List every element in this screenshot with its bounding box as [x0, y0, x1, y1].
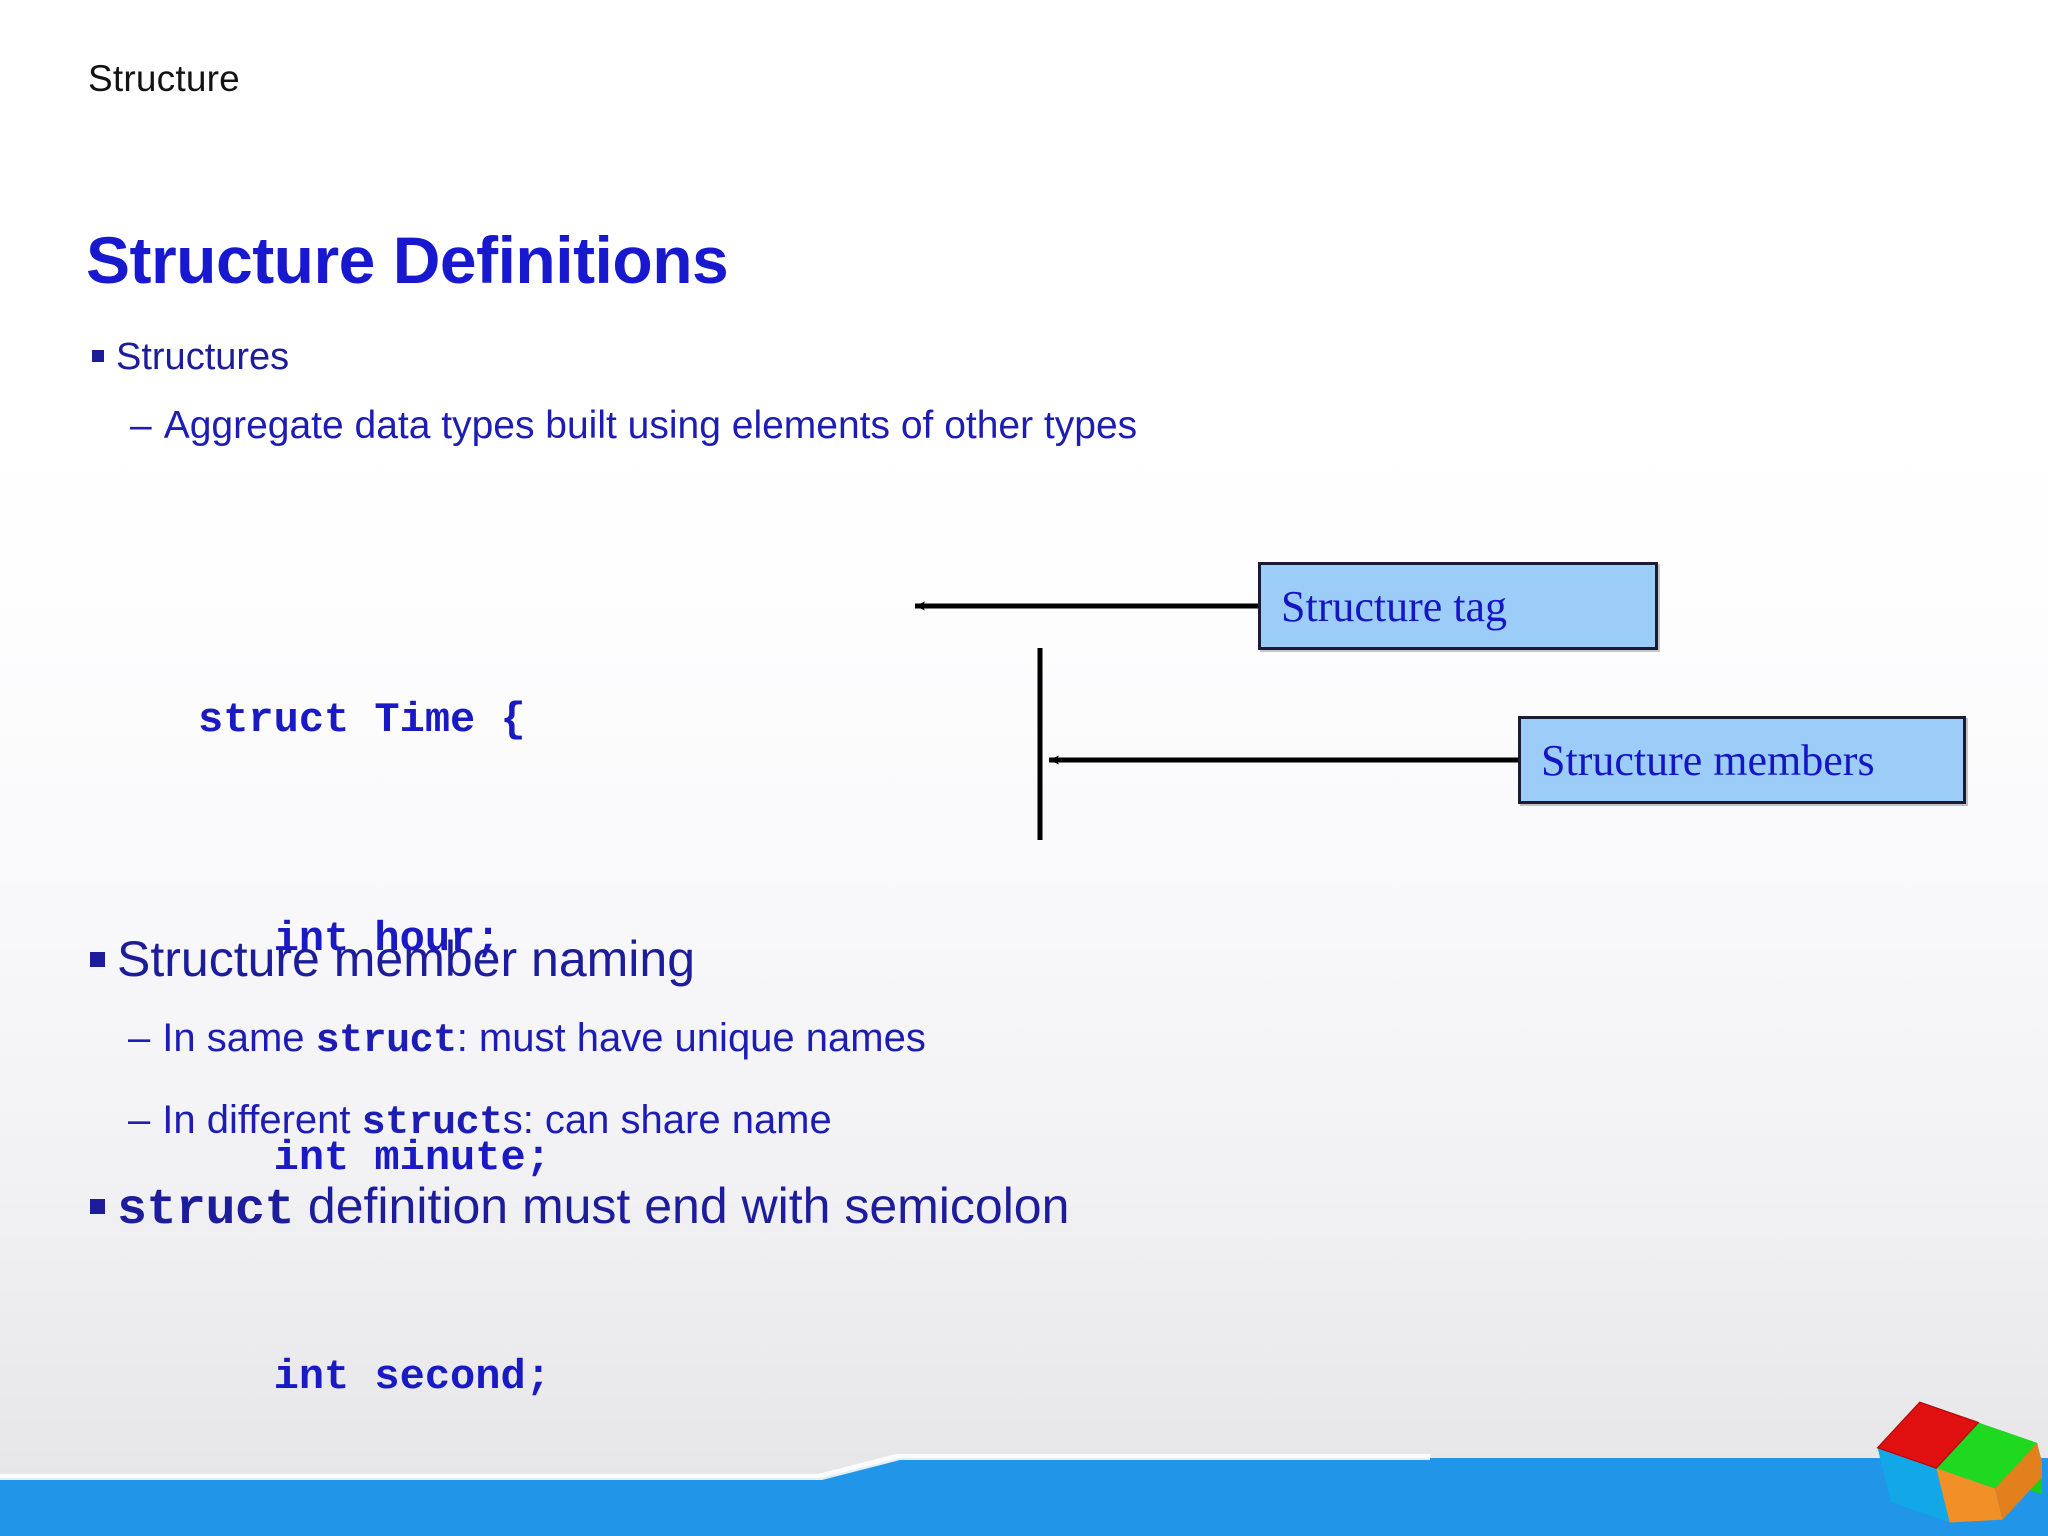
code-line-3: int minute; [198, 1134, 551, 1182]
callout-structure-tag-label: Structure tag [1281, 581, 1508, 631]
callout-structure-members-label: Structure members [1541, 735, 1875, 785]
bullet-semicolon-post: definition must end with semicolon [294, 1178, 1070, 1234]
bullet-structures-label: Structures [116, 336, 290, 378]
page-title: Structure Definitions [86, 223, 729, 297]
code-line-1: struct Time { [198, 696, 526, 744]
keyword-struct: struct [117, 1182, 295, 1239]
bullet-square-icon [90, 952, 105, 967]
bullet-dash-icon: – [128, 1098, 151, 1142]
bullet-same-struct-pre: In same [162, 1016, 316, 1060]
code-line-4: int second; [198, 1353, 551, 1401]
bullet-same-struct-post: : must have unique names [456, 1016, 926, 1060]
bullet-diff-struct-text: In different structs: can share name [162, 1098, 832, 1146]
bullet-aggregate-label: Aggregate data types built using element… [163, 404, 1138, 447]
bullet-dash-icon: – [130, 404, 152, 447]
bullet-square-icon [90, 1199, 105, 1214]
bullet-aggregate: – Aggregate data types built using eleme… [130, 404, 1137, 448]
slide-header-label: Structure [88, 58, 240, 99]
bullet-semicolon-rule: struct definition must end with semicolo… [90, 1177, 1069, 1239]
cube-logo-icon [1876, 1401, 2042, 1523]
bullet-member-naming-label: Structure member naming [117, 931, 696, 987]
keyword-struct: struct [361, 1101, 504, 1146]
bullet-member-naming: Structure member naming [90, 930, 695, 988]
bullet-diff-struct: – In different structs: can share name [128, 1098, 832, 1146]
bullet-diff-struct-post: s: can share name [502, 1098, 832, 1142]
code-line-2: int hour; [198, 915, 501, 963]
bullet-structures: Structures [92, 336, 289, 379]
callout-structure-tag: Structure tag [1258, 562, 1658, 650]
bullet-square-icon [92, 350, 104, 362]
code-block: struct Time { int hour; int minute; int … [198, 538, 551, 1536]
bullet-dash-icon: – [128, 1016, 151, 1060]
footer-wave-decoration [0, 1454, 2048, 1536]
bullet-same-struct-text: In same struct: must have unique names [162, 1016, 926, 1064]
bullet-diff-struct-pre: In different [162, 1098, 362, 1142]
bullet-semicolon-text: struct definition must end with semicolo… [117, 1177, 1069, 1239]
keyword-struct: struct [315, 1019, 458, 1064]
callout-structure-members: Structure members [1518, 716, 1966, 804]
bullet-same-struct: – In same struct: must have unique names [128, 1016, 926, 1064]
